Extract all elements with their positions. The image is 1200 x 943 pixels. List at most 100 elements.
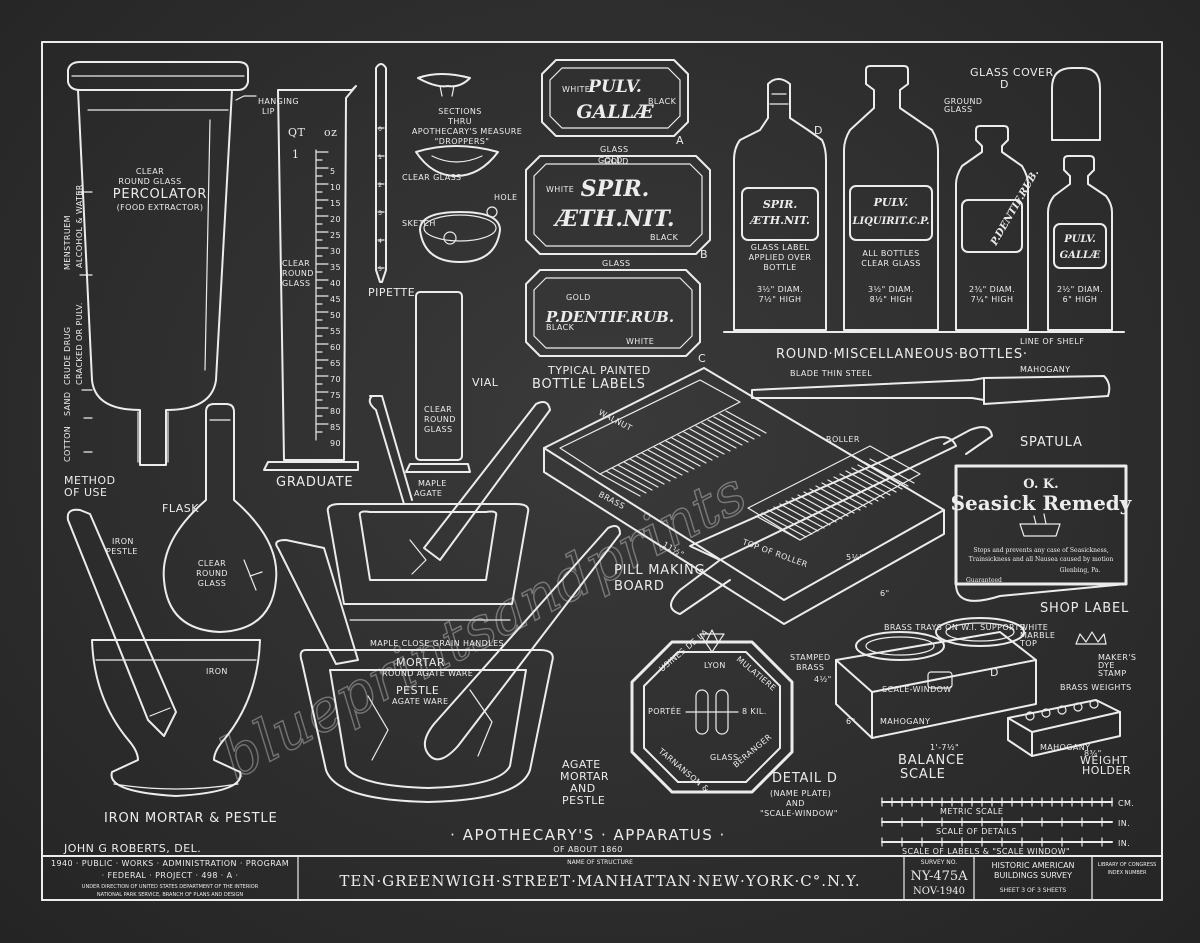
pill-board-name-2: BOARD (614, 579, 665, 594)
bottle-1-d: D (814, 124, 823, 137)
title-block-survey-label: SURVEY NO. (921, 859, 957, 866)
droppers: SECTIONS THRU APOTHECARY'S MEASURE "DROP… (402, 73, 522, 263)
pill-ridge (617, 464, 659, 488)
bottle-3-dim-2: 7¼" HIGH (971, 295, 1014, 304)
droppers-title-4: "DROPPERS" (435, 137, 490, 146)
delineator: JOHN G ROBERTS, DEL. (63, 842, 201, 855)
graduate-glass: GLASS (282, 279, 310, 288)
pill-ridge (809, 488, 855, 514)
balance-dim-3: 6" (846, 717, 856, 726)
percolator-round-glass: ROUND GLASS (118, 177, 181, 186)
pipette-tick-label: 5 (378, 266, 382, 273)
balance-dye-3: STAMP (1098, 669, 1127, 678)
graduate-tick-label: 30 (330, 247, 341, 256)
shop-label-title: Seasick Remedy (951, 491, 1133, 515)
nameplate-kil: 8 KIL. (742, 707, 767, 716)
bottle-2-ground: GROUND (944, 97, 982, 106)
pill-ridge (695, 425, 737, 449)
cotton-label: COTTON (63, 426, 72, 462)
vial-glass: GLASS (424, 425, 452, 434)
graduate-qt-number: 1 (292, 148, 300, 161)
bottles-title: ROUND·MISCELLANEOUS·BOTTLES· (776, 347, 1028, 362)
percolator-sub: (FOOD EXTRACTOR) (117, 203, 204, 212)
label-c-black: BLACK (546, 323, 575, 332)
pill-ridge (671, 437, 713, 461)
label-c-letter: C (698, 352, 706, 365)
balance-marble-3: TOP (1019, 639, 1037, 648)
title-block-sheet: SHEET 3 OF 3 SHEETS (1000, 887, 1067, 894)
label-c-white: WHITE (626, 337, 654, 346)
nameplate-detail-1: DETAIL D (772, 771, 838, 786)
balance-trays: BRASS TRAYS ON W.I. SUPPORTS (884, 623, 1025, 632)
bottle-2-dim-1: 3½" DIAM. (868, 285, 914, 294)
nameplate-detail: USINES DE LA MULATIERE LYON PORTÉE 8 KIL… (630, 628, 838, 818)
label-a-text-2: GALLÆ (576, 101, 654, 123)
brass-weights (1025, 699, 1099, 721)
graduate-tick-label: 5 (330, 167, 336, 176)
bottle-1-label-2: ÆTH.NIT. (748, 214, 810, 227)
graduate-tick-label: 10 (330, 183, 341, 192)
pill-ridge (659, 443, 701, 467)
holder-dim: 8¾" (1084, 749, 1102, 758)
metric-scale-label: METRIC SCALE (940, 807, 1003, 816)
star-icon (699, 629, 725, 653)
label-a-gold: GOLD (604, 157, 629, 166)
pill-ridge (773, 506, 819, 532)
pipette-tick-label: 4 (378, 238, 382, 245)
label-a-glass: GLASS (600, 145, 628, 154)
droppers-hole: HOLE (494, 193, 517, 202)
balance-scale: BRASS TRAYS ON W.I. SUPPORTS WHITE MARBL… (814, 617, 1136, 782)
pill-ridge (707, 419, 749, 443)
graduate-qt: QT (288, 126, 306, 139)
graduate-name: GRADUATE (276, 475, 353, 490)
graduate-tick-label: 45 (330, 295, 341, 304)
bottle-4-label-1: PULV. (1063, 234, 1096, 245)
pipette-tick-label: 2 (378, 182, 382, 189)
droppers-title-2: THRU (447, 117, 472, 126)
pipette-tick-label: 0 (378, 126, 382, 133)
mortar-label: MORTAR (396, 656, 445, 669)
pill-ridge (599, 473, 641, 497)
bottle-1-note-3: BOTTLE (763, 263, 796, 272)
flask-clear: CLEAR (198, 559, 226, 568)
vial-name: VIAL (472, 376, 499, 389)
pill-ridge (803, 491, 849, 517)
graduate-tick-label: 40 (330, 279, 341, 288)
nameplate-glass: GLASS (710, 753, 738, 762)
bottle-4-label-2: GALLÆ (1060, 250, 1101, 261)
maple-label-1: MAPLE (418, 479, 447, 488)
nameplate-portee: PORTÉE (648, 705, 682, 716)
pill-ridge (677, 434, 719, 458)
balance-dim-1: 4½" (814, 675, 832, 684)
pill-ridge (815, 485, 861, 511)
brass-weight (1089, 699, 1099, 709)
pill-ridge (797, 494, 843, 520)
pill-ridge (767, 509, 813, 535)
method-label-2: OF USE (64, 486, 107, 499)
balance-dim-2: 1'-7½" (930, 743, 959, 752)
graduate-oz: oz (324, 126, 337, 139)
sand-label: SAND (63, 392, 72, 416)
nameplate-detail-4: "SCALE-WINDOW" (760, 809, 838, 818)
graduate-tick-label: 90 (330, 439, 341, 448)
flask-glass: GLASS (198, 579, 226, 588)
title-block-left-2: · FEDERAL · PROJECT · 498 · A · (102, 871, 239, 880)
brass-weight (1025, 711, 1035, 721)
balance-window: SCALE-WINDOW (882, 685, 952, 694)
percolator-name: PERCOLATOR (113, 187, 207, 202)
graduate-tick-label: 75 (330, 391, 341, 400)
pill-ridge (785, 500, 831, 526)
pill-ridge (833, 476, 879, 502)
label-a-letter: A (676, 134, 684, 147)
drawing-scales: METRIC SCALE CM. SCALE OF DETAILS IN. SC… (881, 797, 1134, 856)
drawing-subtitle: OF ABOUT 1860 (553, 845, 622, 854)
pill-ridge (791, 497, 837, 523)
iron-mortar: IRON PESTLE IRON IRON MORTAR & PESTLE (66, 508, 277, 826)
pill-board-dim-2: 5⅛" (846, 553, 864, 562)
pill-ridge (689, 428, 731, 452)
spatula-mahogany: MAHOGANY (1020, 365, 1070, 374)
